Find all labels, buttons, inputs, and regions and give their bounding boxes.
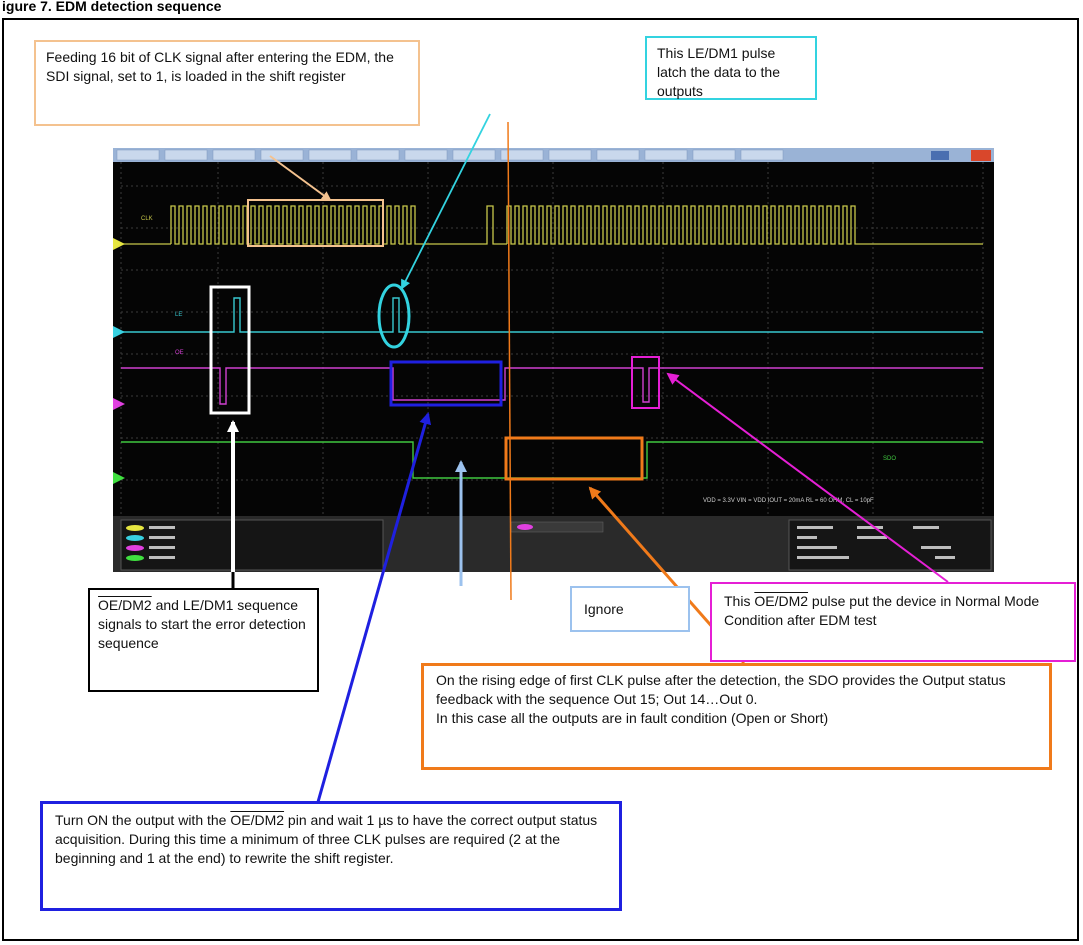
callout-oe-le-sequence: OE/DM2 and LE/DM1 sequence signals to st… (88, 588, 319, 692)
callout-turn-on-text-start: Turn ON the output with the (55, 812, 231, 828)
svg-text:OE: OE (175, 350, 184, 356)
svg-text:CLK: CLK (141, 216, 153, 222)
callout-clk-feed: Feeding 16 bit of CLK signal after enter… (34, 40, 420, 126)
svg-text:SDO: SDO (883, 456, 896, 462)
callout-oe-normal-text-end: pulse put the device in Normal Mode Cond… (724, 593, 1040, 628)
callout-oe-le-sequence-signal: OE/DM2 (98, 597, 152, 613)
callout-sdo-feedback-text: On the rising edge of first CLK pulse af… (436, 672, 1006, 726)
callout-turn-on-text-end: pin and wait 1 µs to have the correct ou… (55, 812, 598, 866)
callout-le-latch-text: This LE/DM1 pulse latch the data to the … (657, 45, 780, 99)
figure-frame (2, 18, 1079, 941)
callout-oe-normal: This OE/DM2 pulse put the device in Norm… (710, 582, 1076, 662)
callout-turn-on-signal: OE/DM2 (230, 812, 285, 828)
callout-oe-normal-text-start: This (724, 593, 755, 609)
callout-le-latch: This LE/DM1 pulse latch the data to the … (645, 36, 817, 100)
figure-title: igure 7. EDM detection sequence (2, 0, 222, 14)
oscilloscope-screenshot: CLK LE OE SDO VDD = 3.3V VIN = VDD IOUT … (113, 148, 994, 572)
svg-text:LE: LE (175, 312, 182, 318)
callout-oe-normal-signal: OE/DM2 (754, 593, 809, 609)
callout-sdo-feedback: On the rising edge of first CLK pulse af… (421, 663, 1052, 770)
callout-clk-feed-text: Feeding 16 bit of CLK signal after enter… (46, 49, 394, 84)
callout-ignore: Ignore (570, 586, 690, 632)
callout-ignore-text: Ignore (584, 601, 624, 617)
svg-text:VDD = 3.3V VIN = VDD IOUT =: VDD = 3.3V VIN = VDD IOUT = 20mA RL = 60… (703, 498, 874, 504)
callout-oe-le-sequence-text: and LE/DM1 sequence signals to start the… (98, 597, 306, 651)
callout-turn-on: Turn ON the output with the OE/DM2 pin a… (40, 801, 622, 911)
